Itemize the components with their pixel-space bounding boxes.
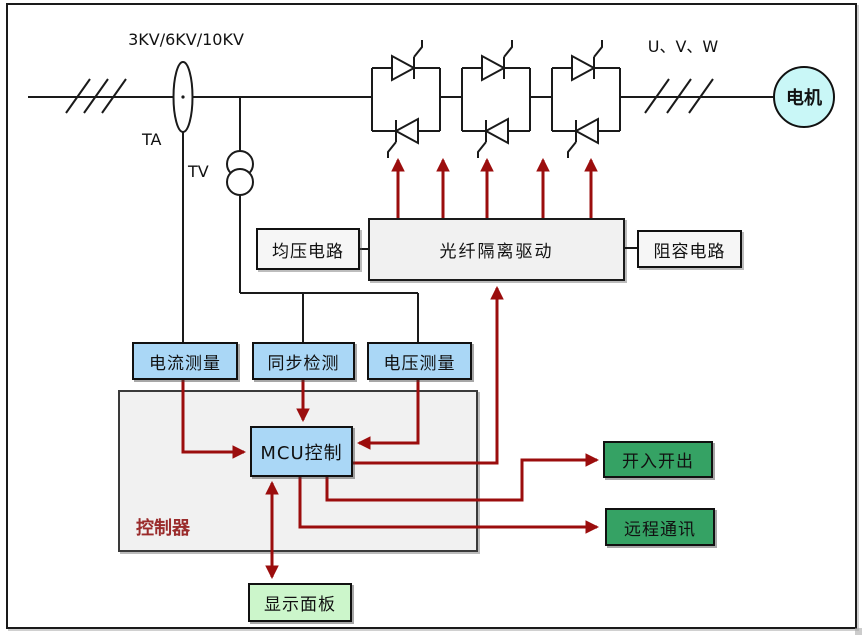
- hv-rating-label: 3KV/6KV/10KV: [128, 30, 244, 49]
- mcu-control-label: MCU控制: [260, 442, 343, 464]
- display-panel-box: 显示面板: [248, 583, 352, 622]
- sync-detection-box: 同步检测: [252, 342, 355, 380]
- digital-io-box: 开入开出: [603, 441, 713, 478]
- mcu-control-box: MCU控制: [250, 426, 353, 477]
- sync-detection-label: 同步检测: [267, 353, 340, 374]
- uvw-phase-label: U、V、W: [647, 37, 719, 56]
- equalizer-circuit-box: 均压电路: [256, 228, 360, 270]
- remote-comm-box: 远程通讯: [605, 508, 715, 546]
- rc-circuit-label: 阻容电路: [653, 241, 726, 262]
- display-panel-label: 显示面板: [264, 595, 336, 615]
- rc-circuit-box: 阻容电路: [637, 230, 742, 268]
- current-measurement-label: 电流测量: [149, 353, 221, 374]
- corner-artifact: [855, 628, 862, 635]
- tv-label: TV: [188, 162, 209, 181]
- equalizer-label: 均压电路: [272, 241, 344, 262]
- ta-label: TA: [142, 130, 162, 149]
- controller-label: 控制器: [136, 518, 190, 539]
- fiber-drive-label: 光纤隔离驱动: [439, 242, 554, 262]
- remote-comm-label: 远程通讯: [624, 519, 696, 540]
- motor-node: 电机: [773, 66, 835, 128]
- motor-label: 电机: [786, 88, 822, 109]
- digital-io-label: 开入开出: [622, 452, 694, 472]
- current-measurement-box: 电流测量: [132, 342, 238, 380]
- voltage-measurement-box: 电压测量: [367, 342, 472, 380]
- voltage-measurement-label: 电压测量: [383, 353, 456, 374]
